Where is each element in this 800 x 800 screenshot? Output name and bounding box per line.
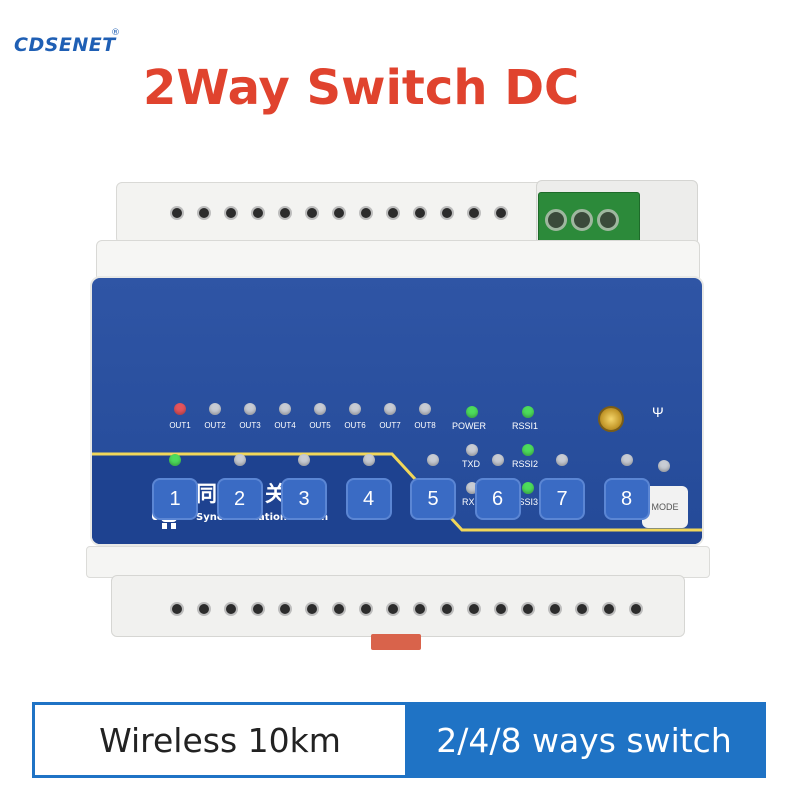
terminal-hole xyxy=(521,602,535,616)
din-rail-clip xyxy=(371,634,421,650)
rssi3-led xyxy=(522,482,534,494)
out7-led xyxy=(384,403,396,415)
terminal-hole xyxy=(224,602,238,616)
out5-led xyxy=(314,403,326,415)
out1-label: OUT1 xyxy=(169,421,191,430)
channel8-led xyxy=(620,454,633,466)
out3-label: OUT3 xyxy=(239,421,261,430)
channel-button-1[interactable]: 1 xyxy=(152,478,198,520)
terminal-hole xyxy=(197,206,211,220)
terminal-hole xyxy=(278,206,292,220)
terminal-hole xyxy=(575,602,589,616)
txd-led xyxy=(466,444,478,456)
out2-label: OUT2 xyxy=(204,421,226,430)
out5-label: OUT5 xyxy=(309,421,331,430)
switch-device: OUT1 OUT2 OUT3 OUT4 OUT5 OUT6 OUT7 OUT8 POWER T… xyxy=(86,180,710,652)
terminal-hole xyxy=(170,602,184,616)
lower-housing-band xyxy=(86,546,710,578)
feature-banner: Wireless 10km 2/4/8 ways switch xyxy=(32,702,766,778)
rssi3-label: RSSI3 xyxy=(512,497,539,507)
terminal-hole xyxy=(467,602,481,616)
terminal-hole xyxy=(494,206,508,220)
terminal-hole xyxy=(440,602,454,616)
channel-button-5[interactable]: 5 xyxy=(410,478,456,520)
out1-led xyxy=(174,403,186,415)
terminal-hole xyxy=(332,602,346,616)
terminal-hole xyxy=(305,602,319,616)
terminal-hole xyxy=(278,602,292,616)
channel4-led xyxy=(362,454,375,466)
banner-wireless-range: Wireless 10km xyxy=(35,705,405,775)
product-title: 2Way Switch DC xyxy=(143,60,580,116)
terminal-screw xyxy=(545,209,567,231)
channel3-led xyxy=(298,454,310,466)
terminal-screw xyxy=(571,209,593,231)
out4-led xyxy=(279,403,291,415)
rxd-label: RXD xyxy=(462,497,482,507)
channel6-led xyxy=(491,454,504,466)
rssi2-led xyxy=(522,444,534,456)
channel-button-6[interactable]: 6 xyxy=(474,478,521,520)
terminal-hole xyxy=(494,602,508,616)
txd-label: TXD xyxy=(462,459,480,469)
channel7-led xyxy=(556,454,568,466)
rssi2-label: RSSI2 xyxy=(512,459,539,469)
power-label: POWER xyxy=(452,421,487,431)
terminal-hole xyxy=(197,602,211,616)
rssi1-led xyxy=(522,406,534,418)
terminal-hole xyxy=(170,206,184,220)
terminal-hole xyxy=(413,206,427,220)
terminal-hole xyxy=(467,206,481,220)
out4-label: OUT4 xyxy=(274,421,296,430)
banner-ways: 2/4/8 ways switch xyxy=(405,705,763,775)
terminal-hole xyxy=(251,602,265,616)
panel-title-en: Synchronization Switch xyxy=(196,512,329,523)
terminal-hole xyxy=(251,206,265,220)
channel-button-4[interactable]: 4 xyxy=(345,478,392,520)
channel-button-3[interactable]: 3 xyxy=(281,478,327,520)
terminal-hole xyxy=(413,602,427,616)
out8-label: OUT8 xyxy=(414,421,436,430)
terminal-hole xyxy=(359,206,373,220)
out7-label: OUT7 xyxy=(379,421,401,430)
registered-mark: ® xyxy=(111,28,120,38)
out3-led xyxy=(244,403,256,415)
terminal-hole xyxy=(332,206,346,220)
out6-label: OUT6 xyxy=(344,421,366,430)
antenna-connector-icon xyxy=(598,406,624,432)
antenna-icon: Ψ xyxy=(652,404,664,420)
channel2-led xyxy=(233,454,246,466)
mode-led xyxy=(658,460,670,472)
terminal-screw xyxy=(597,209,619,231)
terminal-hole xyxy=(305,206,319,220)
brand-logo: CDSENET xyxy=(14,34,116,56)
terminal-hole xyxy=(629,602,643,616)
terminal-hole xyxy=(548,602,562,616)
channel1-led xyxy=(169,454,181,466)
channel-button-2[interactable]: 2 xyxy=(216,478,263,520)
terminal-hole xyxy=(224,206,238,220)
terminal-hole xyxy=(359,602,373,616)
out8-led xyxy=(419,403,431,415)
terminal-hole xyxy=(602,602,616,616)
power-led xyxy=(466,406,478,418)
terminal-hole xyxy=(440,206,454,220)
out6-led xyxy=(349,403,361,415)
channel-button-8[interactable]: 8 xyxy=(603,478,650,520)
mode-button[interactable]: MODE xyxy=(642,486,688,528)
rssi1-label: RSSI1 xyxy=(512,421,539,431)
out2-led xyxy=(209,403,221,415)
terminal-hole xyxy=(386,206,400,220)
channel-button-7[interactable]: 7 xyxy=(539,478,585,520)
channel5-led xyxy=(427,454,439,466)
terminal-hole xyxy=(386,602,400,616)
